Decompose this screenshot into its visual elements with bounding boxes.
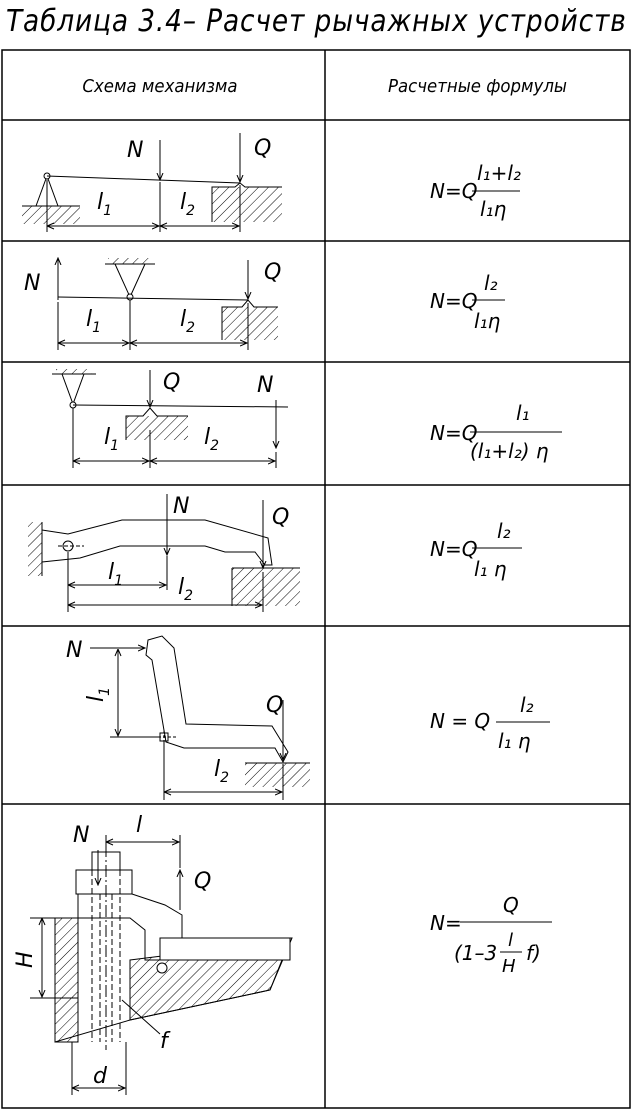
scheme-row-4 (28, 494, 300, 612)
svg-text:l₁ η: l₁ η (474, 557, 507, 581)
table-title: Таблица 3.4– Расчет рычажных устройств (6, 4, 627, 39)
svg-text:Q: Q (503, 893, 519, 917)
length-l2-label: l2 (214, 757, 229, 786)
svg-text:N=: N= (430, 911, 462, 935)
length-l2-label: l2 (180, 190, 195, 219)
svg-text:l₁η: l₁η (480, 197, 507, 221)
length-l1-label: l1 (86, 307, 101, 336)
svg-text:l₁η: l₁η (474, 309, 501, 333)
force-n-label: N (66, 638, 82, 663)
svg-text:l₁: l₁ (516, 401, 530, 425)
column-header-formulas: Расчетные формулы (388, 76, 567, 97)
formula-4: N=Q l₂ l₁ η (430, 519, 522, 581)
svg-text:l: l (508, 930, 513, 951)
force-q-label: Q (266, 693, 283, 718)
length-l2-label: l2 (204, 425, 219, 454)
scheme-row-3 (52, 369, 289, 468)
length-l-label: l (136, 813, 142, 838)
svg-text:N=Q: N=Q (430, 289, 477, 313)
column-header-scheme: Схема механизма (82, 76, 238, 97)
svg-text:(l₁+l₂) η: (l₁+l₂) η (470, 439, 549, 463)
force-n-label: N (257, 373, 273, 398)
force-q-label: Q (272, 505, 289, 530)
scheme-row-5 (90, 635, 310, 800)
force-n-label: N (173, 494, 189, 519)
diameter-d-label: d (93, 1064, 108, 1089)
svg-text:N=Q: N=Q (430, 421, 477, 445)
formula-1: N=Q l₁+l₂ l₁η (430, 161, 521, 221)
svg-text:l₂: l₂ (497, 519, 511, 543)
svg-text:l₂: l₂ (520, 693, 534, 717)
friction-f-label: f (160, 1029, 171, 1054)
svg-text:l₂: l₂ (484, 271, 498, 295)
svg-text:l₁ η: l₁ η (498, 729, 531, 753)
formula-6: N= Q (1–3 l H f) (430, 893, 552, 977)
scheme-row-1 (22, 133, 282, 232)
height-h-label: H (13, 951, 38, 968)
svg-text:N = Q: N = Q (430, 709, 490, 733)
svg-text:N=Q: N=Q (430, 179, 477, 203)
force-q-label: Q (194, 869, 211, 894)
force-q-label: Q (264, 260, 281, 285)
force-q-label: Q (163, 370, 180, 395)
length-l1-label: l1 (108, 560, 123, 589)
length-l1-label: l1 (104, 425, 119, 454)
svg-text:N=Q: N=Q (430, 537, 477, 561)
force-n-label: N (24, 271, 40, 296)
formula-3: N=Q l₁ (l₁+l₂) η (430, 401, 562, 463)
length-l2-label: l2 (180, 307, 195, 336)
length-l1-label: l1 (84, 687, 113, 702)
force-q-label: Q (254, 136, 271, 161)
svg-text:(1–3: (1–3 (454, 941, 497, 965)
formula-2: N=Q l₂ l₁η (430, 271, 505, 333)
force-n-label: N (73, 823, 89, 848)
formula-5: N = Q l₂ l₁ η (430, 693, 550, 753)
scheme-row-6 (30, 835, 293, 1095)
force-n-label: N (127, 138, 143, 163)
length-l2-label: l2 (178, 575, 193, 604)
svg-text:f): f) (526, 941, 541, 965)
svg-text:l₁+l₂: l₁+l₂ (477, 161, 521, 185)
svg-text:H: H (502, 956, 516, 977)
table-grid (1, 49, 631, 1109)
length-l1-label: l1 (97, 190, 112, 219)
scheme-row-2 (58, 258, 278, 350)
